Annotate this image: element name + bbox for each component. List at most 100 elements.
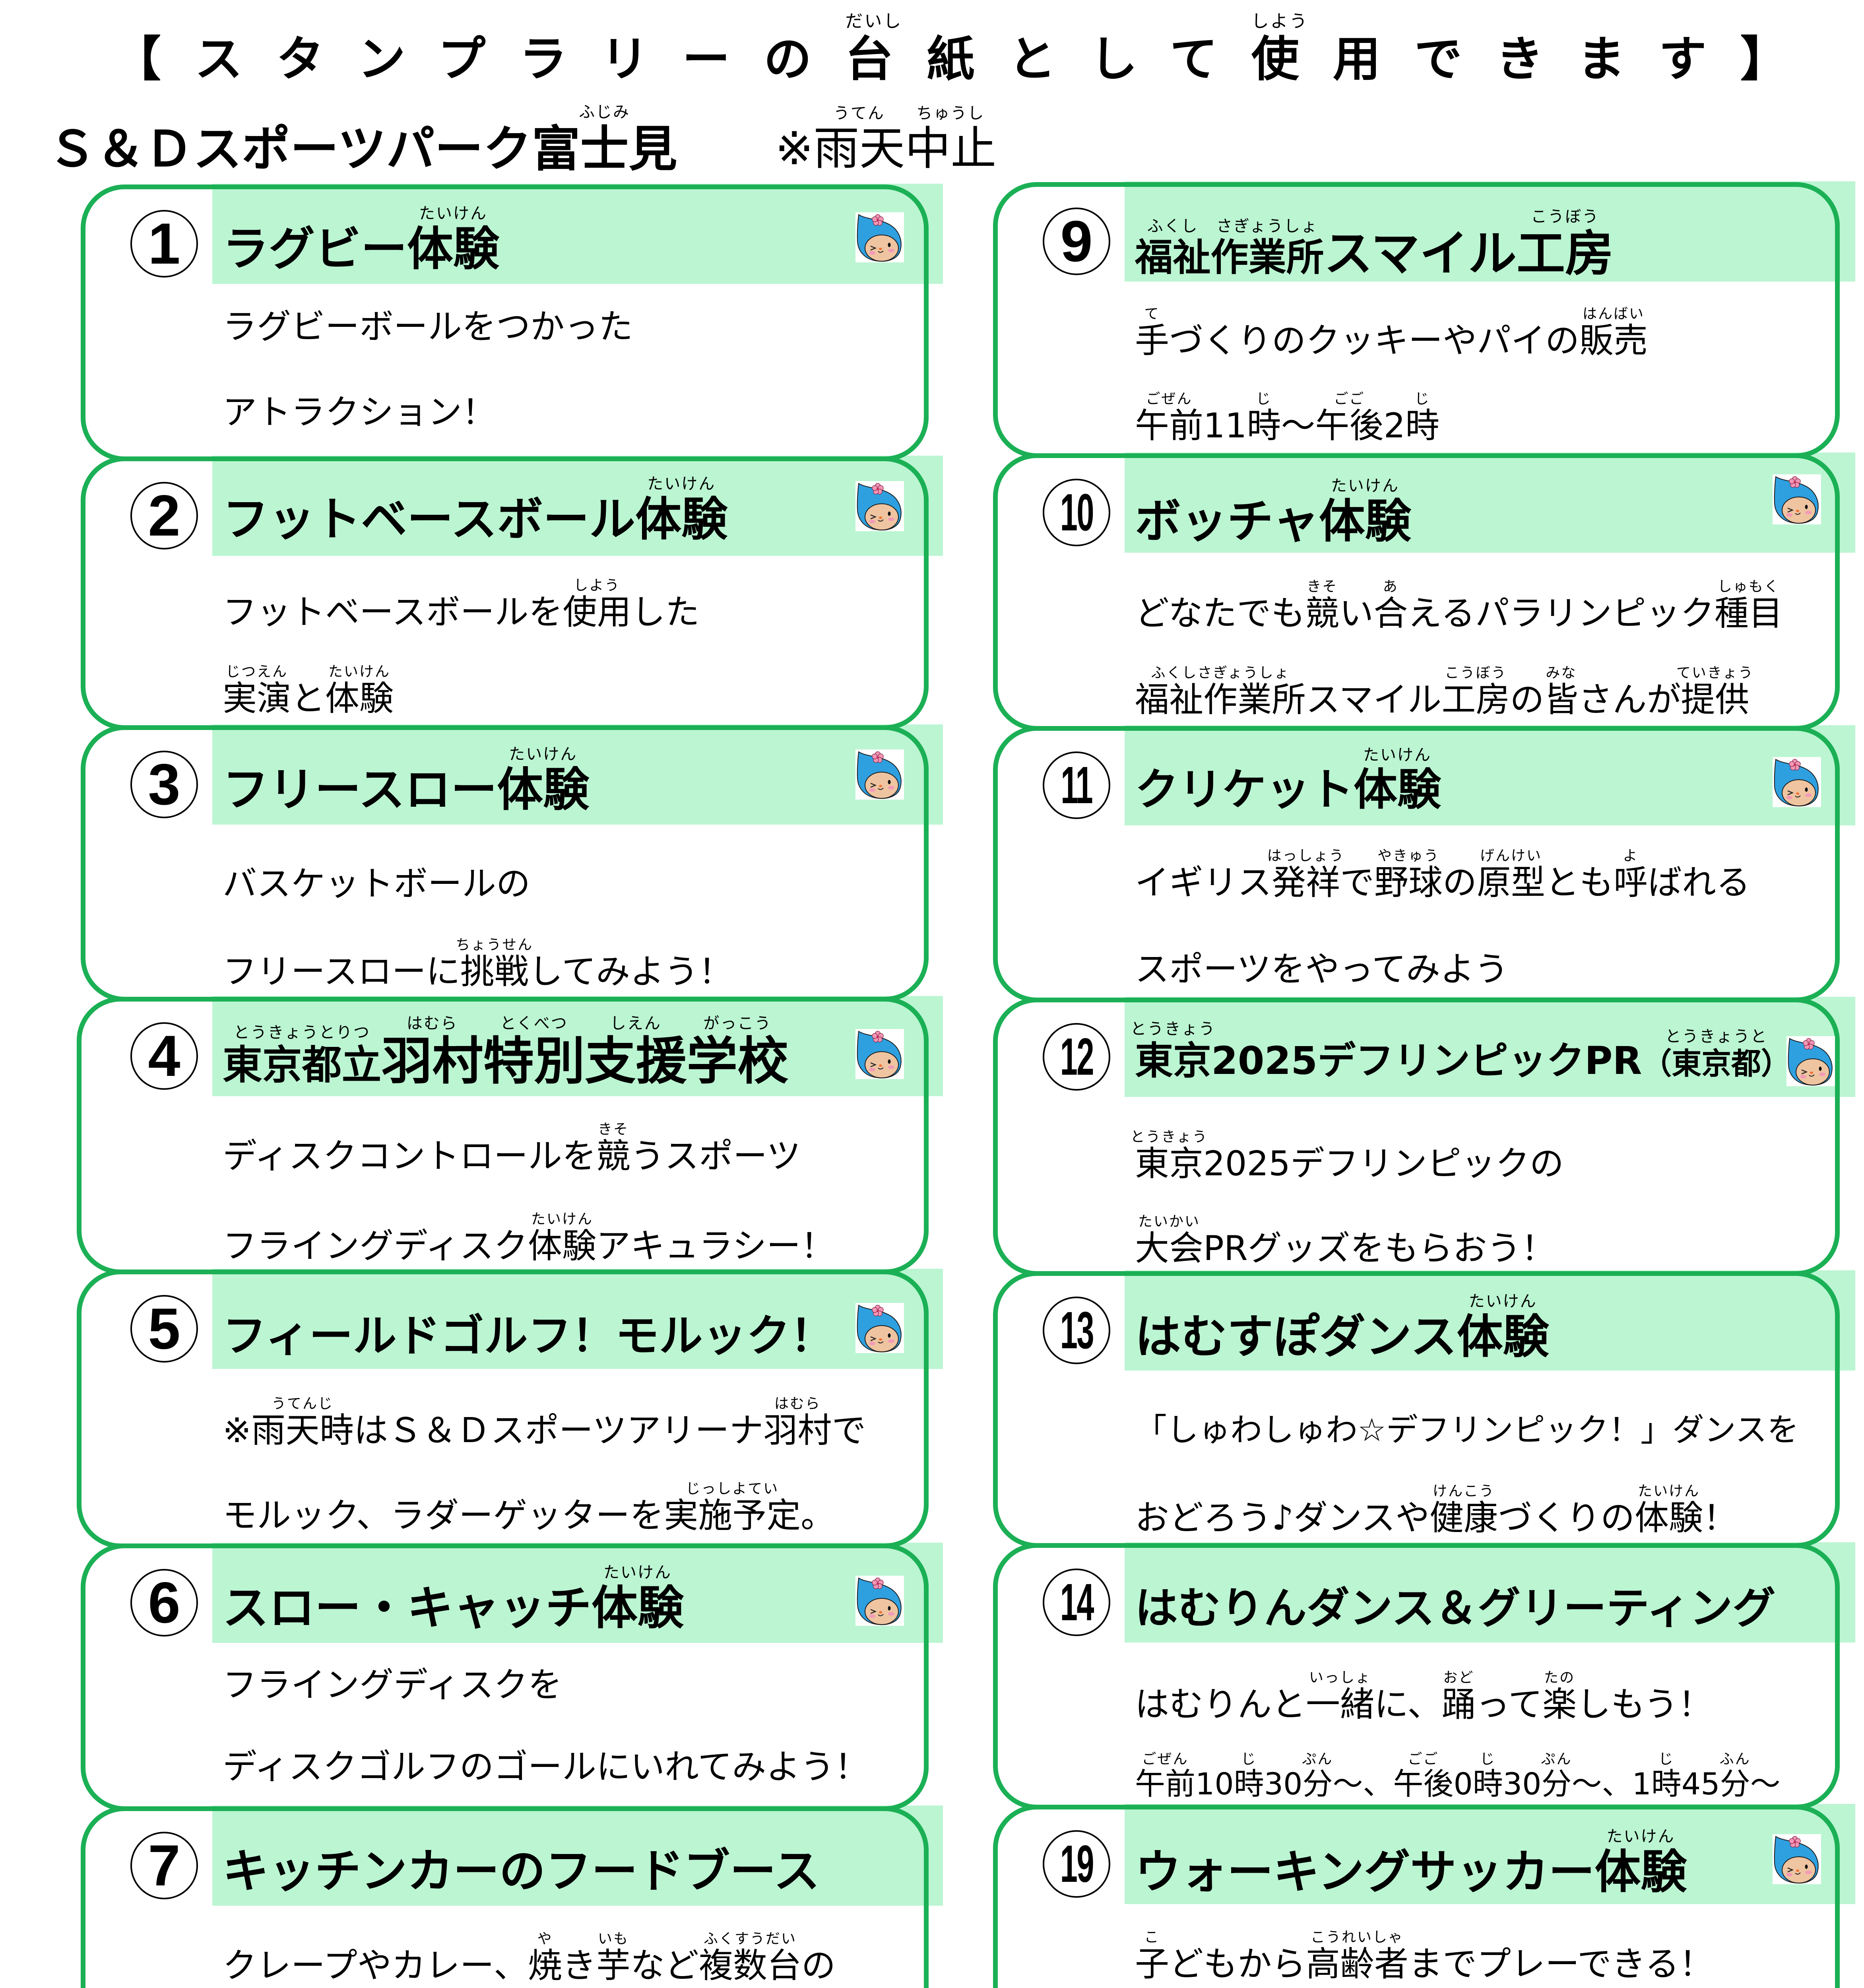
mascot-use xyxy=(1773,1834,1821,1884)
hamurin-mascot-icon xyxy=(1773,1834,1821,1884)
card-border xyxy=(81,1806,929,1988)
furigana: はむら xyxy=(406,1014,458,1033)
booth-number: 11 xyxy=(1061,756,1093,814)
hamurin-mascot-icon xyxy=(855,1029,904,1079)
ruby-base-text: 分ぷん xyxy=(1302,1751,1333,1802)
ruby-base-text: 特別とくべつ xyxy=(483,1014,585,1091)
furigana: たの xyxy=(1544,1670,1575,1686)
furigana: ぷん xyxy=(1302,1751,1333,1767)
furigana: とうきょうとりつ xyxy=(233,1023,370,1042)
furigana: ごご xyxy=(1408,1751,1439,1767)
booth-number-badge: 10 xyxy=(1043,479,1110,546)
furigana: うてん xyxy=(833,104,885,122)
ruby-base-text: 体験たいけん xyxy=(1594,1827,1687,1899)
text-segment: スロー・キャッチ xyxy=(223,1581,592,1635)
ruby-base-text: 福祉作業所ふくしさぎょうしょ xyxy=(1135,665,1306,720)
furigana: たいけん xyxy=(509,745,578,763)
text-segment: など xyxy=(630,1946,699,1986)
booth-number-badge: 6 xyxy=(130,1569,198,1637)
furigana: とくべつ xyxy=(500,1014,568,1033)
text-segment: PRグッズをもらおう！ xyxy=(1203,1229,1556,1268)
ruby-base-text: 時じ xyxy=(1472,1751,1503,1802)
booth-number: 6 xyxy=(148,1570,180,1635)
ruby-base-text: 皆みな xyxy=(1544,665,1579,720)
furigana: みな xyxy=(1546,665,1577,681)
booth-number-badge: 7 xyxy=(130,1832,198,1899)
text-segment: えるパラリンピック xyxy=(1408,594,1715,633)
booth-title: フリースロー体験たいけん xyxy=(223,745,590,817)
page-title: 【スタンプラリーの台紙だいしとして使用しようできます】 xyxy=(113,11,1822,87)
ruby-base-text: 大会たいかい xyxy=(1135,1213,1203,1268)
ruby-base-text: 発祥はっしょう xyxy=(1267,848,1345,903)
text-segment: ばれる xyxy=(1648,863,1750,903)
text-segment: 2 xyxy=(1383,406,1406,446)
booth-card-14: 14 はむりんダンス＆グリーティング はむりんと一緒いっしょに、踊おどって楽たの… xyxy=(993,1542,1855,1809)
furigana: はっしょう xyxy=(1267,848,1345,864)
booth-description-line-1: 手てづくりのクッキーやパイの販売はんばい xyxy=(1135,307,1648,358)
card-header-band xyxy=(1125,1270,1855,1371)
text-segment: の xyxy=(1510,680,1544,720)
text-segment: 2025デフリンピックの xyxy=(1203,1144,1564,1184)
text-segment: フリースロー xyxy=(223,763,497,817)
text-segment: できます】 xyxy=(1414,32,1822,87)
hamurin-mascot-icon xyxy=(1786,1036,1835,1086)
furigana: たいけん xyxy=(647,475,716,493)
booth-number: 14 xyxy=(1060,1573,1094,1631)
ruby-base-text: 一緒いっしょ xyxy=(1306,1670,1374,1724)
furigana: たいけん xyxy=(531,1211,593,1227)
booth-description-line-1: 「しゅわしゅわ☆デフリンピック！」ダンスを xyxy=(1135,1414,1799,1446)
booth-description-line-1: ディスクコントロールを競きそうスポーツ xyxy=(223,1122,801,1174)
text-segment: ラグビー xyxy=(223,222,407,276)
furigana: とうきょう xyxy=(1130,1129,1208,1145)
ruby-base-text: 東京都立とうきょうとりつ xyxy=(223,1023,382,1088)
ruby-base-text: 体験たいけん xyxy=(325,664,394,718)
text-segment: スポーツをやってみよう xyxy=(1135,949,1509,989)
furigana: じ xyxy=(1241,1751,1257,1767)
ruby-base-text: 支援しえん xyxy=(585,1014,687,1091)
card-header-band xyxy=(1125,1804,1855,1904)
booth-description-line-2: アトラクション！ xyxy=(223,395,496,429)
text-segment: どなたでも xyxy=(1135,594,1305,633)
mascot-use xyxy=(855,481,904,531)
mascot-use xyxy=(855,1576,904,1626)
text-segment: はむすぽダンス xyxy=(1135,1310,1457,1364)
ruby-base-text: 体験たいけん xyxy=(497,745,590,817)
booth-number-badge: 3 xyxy=(130,751,198,818)
ruby-base-text: 使用しよう xyxy=(1251,11,1414,87)
text-segment: ボッチャ xyxy=(1135,495,1319,548)
ruby-base-text: 東京とうきょう xyxy=(1130,1020,1216,1083)
furigana: ていきょう xyxy=(1676,665,1754,681)
ruby-base-text: 芋いも xyxy=(596,1931,630,1986)
furigana: ごぜん xyxy=(1146,391,1193,407)
furigana: こうぼう xyxy=(1531,208,1600,226)
booth-description-line-2: スポーツをやってみよう xyxy=(1135,952,1509,986)
card-header-band xyxy=(1125,1542,1855,1642)
ruby-base-text: 中止ちゅうし xyxy=(905,104,997,175)
booth-description-line-1: ※雨天時うてんじはＳ＆Ｄスポーツアリーナ羽村はむらで xyxy=(223,1396,866,1450)
text-segment: で xyxy=(1340,863,1374,903)
furigana: こうぼう xyxy=(1445,665,1507,681)
booth-description-line-2: おどろう♪ダンスや健康けんこうづくりの体験たいけん！ xyxy=(1135,1484,1737,1536)
mascot-use xyxy=(855,749,904,800)
text-segment: クリケット xyxy=(1135,764,1354,815)
text-segment: 0 xyxy=(1453,1766,1473,1802)
text-segment: さんが xyxy=(1578,680,1681,720)
text-segment: スマイル xyxy=(1306,680,1442,720)
text-segment: で xyxy=(832,1411,866,1450)
text-segment: アトラクション！ xyxy=(223,392,496,432)
card-header-band xyxy=(1125,452,1855,553)
booth-description-line-1: 子こどもから高齢者こうれいしゃまでプレーできる！ xyxy=(1135,1930,1713,1982)
furigana: よ xyxy=(1623,848,1639,864)
furigana: しえん xyxy=(610,1014,661,1033)
mascot-use xyxy=(855,212,904,262)
booth-description-line-2: フライングディスク体験たいけん アキュラシー！ xyxy=(223,1212,835,1264)
booth-description-line-2: 福祉作業所ふくしさぎょうしょスマイル工房こうぼうの皆みなさんが提供ていきょう xyxy=(1135,665,1753,720)
booth-card-1: 1 ラグビー体験たいけん ラグビーボールをつかった アトラクション！ xyxy=(81,184,943,461)
ruby-base-text: 実施予定じっしよてい xyxy=(664,1481,801,1536)
ruby-base-text: 午後ごご xyxy=(1315,391,1384,446)
ruby-base-text: 雨天時うてんじ xyxy=(251,1396,354,1450)
